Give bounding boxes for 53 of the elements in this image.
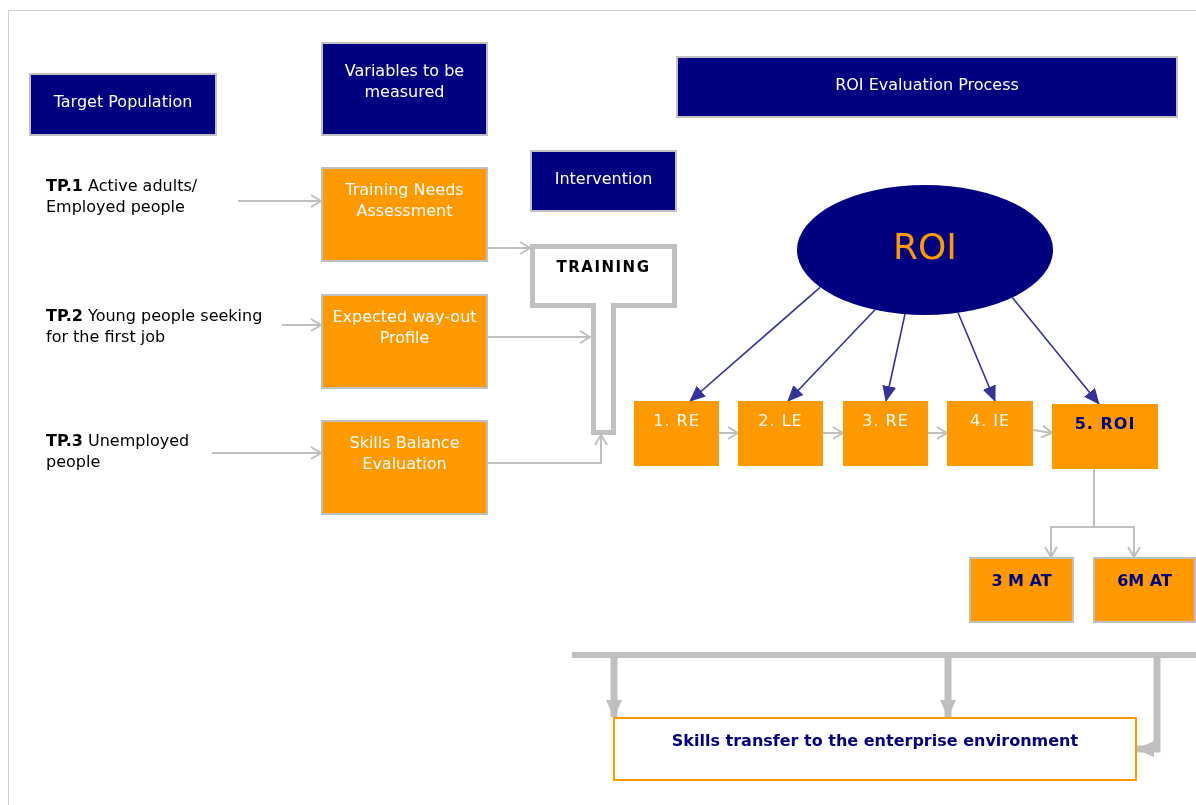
step-box (634, 401, 719, 466)
header-box (676, 56, 1178, 118)
arrow (822, 426, 844, 440)
step-label: 3 M AT (990, 571, 1053, 590)
arrow (237, 194, 322, 208)
header-label: ROI Evaluation Process (834, 74, 1020, 95)
step-label: 5. ROI (1073, 414, 1137, 433)
bar (572, 652, 1196, 658)
arrow (689, 286, 821, 402)
step-label: 1. RE (652, 411, 701, 430)
arrow (882, 313, 906, 402)
header-box (29, 73, 217, 136)
header-label: Intervention (553, 168, 654, 189)
step-label: 2. LE (757, 411, 804, 430)
arrow (1093, 468, 1141, 558)
process-label: Expected way-out Profile (331, 306, 478, 348)
arrow (281, 318, 322, 332)
population-label: TP.2 Young people seeking for the first job (46, 305, 282, 355)
arrow (927, 426, 948, 440)
sign-shape (530, 244, 677, 435)
arrow (1032, 424, 1053, 439)
process-box (321, 420, 488, 515)
arrow (487, 241, 531, 255)
header-box (321, 42, 488, 136)
arrow (487, 434, 608, 464)
step-label: 4. IE (968, 411, 1012, 430)
arrow (957, 312, 996, 402)
step-box (738, 401, 823, 466)
arrow (1011, 296, 1100, 405)
arrow (787, 309, 876, 402)
step-label: 6M AT (1116, 571, 1173, 590)
outcome-box (613, 717, 1137, 781)
header-box (530, 150, 677, 212)
step-box (1093, 557, 1196, 623)
ellipse-label: ROI (892, 225, 958, 269)
step-box (969, 557, 1074, 623)
step-box (947, 401, 1033, 466)
sign-label: TRAINING (555, 258, 652, 276)
process-box (321, 294, 488, 389)
step-box (843, 401, 928, 466)
arrow (718, 426, 739, 440)
process-label: Skills Balance Evaluation (348, 432, 461, 474)
outcome-label: Skills transfer to the enterprise environment (670, 731, 1080, 750)
population-label: TP.1 Active adults/ Employed people (46, 175, 238, 225)
arrow (211, 446, 322, 460)
process-box (321, 167, 488, 262)
header-label: Variables to be measured (343, 60, 466, 102)
population-label: TP.3 Unemployed people (46, 430, 212, 480)
step-box (1052, 404, 1158, 469)
header-label: Target Population (52, 91, 194, 112)
process-label: Training Needs Assessment (344, 179, 465, 221)
arrow (487, 330, 591, 344)
step-label: 3. RE (861, 411, 910, 430)
